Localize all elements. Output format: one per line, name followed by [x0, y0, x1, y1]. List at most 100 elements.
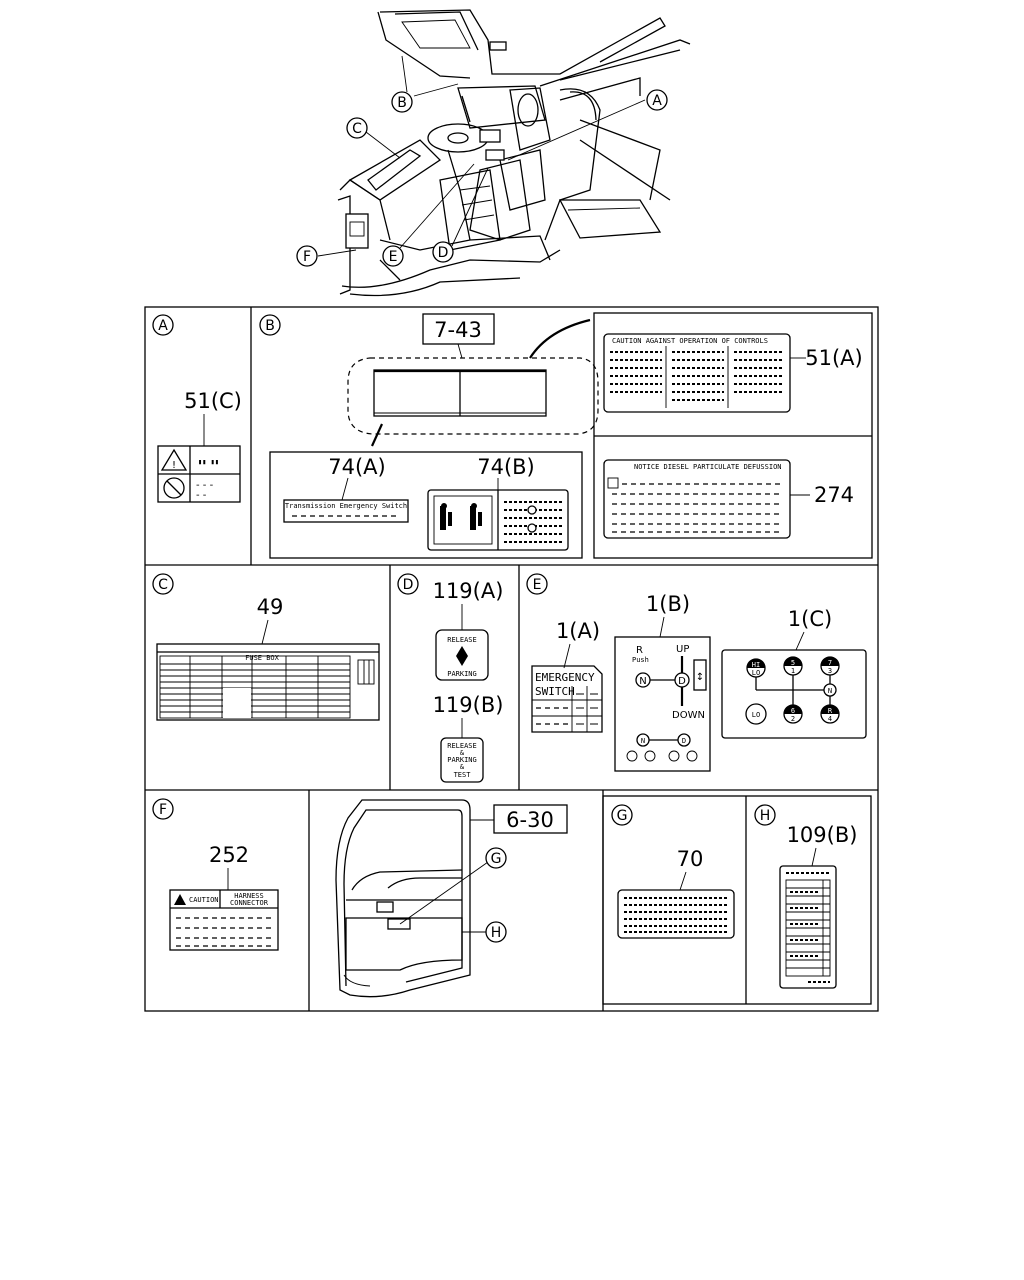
svg-text:Push: Push: [632, 656, 649, 664]
svg-text:!: !: [172, 460, 176, 471]
svg-text:Transmission Emergency Switch: Transmission Emergency Switch: [285, 502, 407, 510]
svg-text:- -: - -: [196, 490, 207, 501]
svg-text:&: &: [460, 763, 465, 771]
label-70-sticker: [617, 889, 735, 939]
svg-text:HARNESS: HARNESS: [234, 892, 264, 900]
svg-text:PARKING: PARKING: [447, 670, 477, 678]
svg-text:&: &: [460, 749, 465, 757]
panel-g-letter: G: [617, 808, 628, 824]
svg-text:EMERGENCY: EMERGENCY: [535, 671, 595, 684]
svg-text:F: F: [303, 249, 311, 265]
label-274-sticker: NOTICE DIESEL PARTICULATE DEFUSSION: [603, 459, 791, 539]
overview-callout-c: C: [346, 117, 368, 139]
svg-text:N: N: [639, 676, 646, 687]
svg-text:DOWN: DOWN: [672, 710, 705, 721]
label-74a-sticker: Transmission Emergency Switch: [283, 499, 409, 523]
panel-e: E 1(A) EMERGENCY SWITCH 1(B) R Push UP N: [526, 573, 867, 772]
overview-callout-a: A: [646, 89, 668, 111]
svg-text:B: B: [397, 95, 407, 111]
label-51a-sticker: CAUTION AGAINST OPERATION OF CONTROLS: [603, 333, 791, 413]
part-74a-label: 74(A): [328, 455, 385, 479]
label-109b-sticker: [779, 865, 837, 989]
part-51a-label: 51(A): [805, 346, 862, 370]
svg-text:LO: LO: [752, 669, 760, 677]
part-49-label: 49: [257, 595, 284, 619]
svg-text:E: E: [389, 249, 398, 265]
svg-text:UP: UP: [676, 644, 689, 655]
svg-text:D: D: [682, 737, 686, 745]
panel-h-letter: H: [760, 808, 771, 824]
svg-text:N: N: [828, 687, 832, 695]
gear-icon: [668, 750, 680, 762]
panel-f-letter: F: [159, 802, 167, 818]
svg-text:RELEASE: RELEASE: [447, 742, 477, 750]
warning-triangle-icon: [160, 448, 188, 471]
part-70-label: 70: [677, 847, 704, 871]
panel-g: G 70: [611, 804, 735, 939]
part-1a-label: 1(A): [556, 619, 600, 643]
part-51c-label: 51(C): [184, 389, 242, 413]
panel-d: D 119(A) RELEASE PARKING 119(B) RELEASE …: [397, 573, 504, 783]
gear-icon: [686, 750, 698, 762]
part-119a-label: 119(A): [433, 579, 504, 603]
svg-text:SWITCH: SWITCH: [535, 685, 575, 698]
panel-e-letter: E: [533, 577, 542, 593]
label-119a-sticker: RELEASE PARKING: [435, 629, 489, 681]
svg-text:A: A: [652, 93, 662, 109]
gear-icon: [626, 750, 638, 762]
panel-h: H 109(B): [754, 804, 858, 989]
svg-text:PARKING: PARKING: [447, 756, 477, 764]
label-1c-shift-pattern: HI LO LO 5 1 7 3 6 2 R 4 N: [721, 649, 867, 739]
svg-text:FUSE BOX: FUSE BOX: [245, 654, 280, 662]
ref-6-30: 6-30: [506, 808, 554, 832]
svg-text:RELEASE: RELEASE: [447, 636, 477, 644]
label-1b-sticker: R Push UP N D ↕ DOWN N D: [614, 636, 711, 772]
svg-text:HI: HI: [752, 661, 760, 669]
svg-text:C: C: [352, 121, 362, 137]
label-49-fuse-box: FUSE BOX: [156, 643, 380, 721]
svg-text:TEST: TEST: [454, 771, 472, 779]
panel-a-letter: A: [158, 318, 168, 334]
svg-text:▮▮ ▮▮: ▮▮ ▮▮: [198, 458, 219, 466]
svg-text:- - -: - - -: [196, 480, 214, 491]
svg-text:1: 1: [791, 667, 795, 675]
svg-text:3: 3: [828, 667, 832, 675]
door-callout-h: H: [491, 925, 502, 941]
part-74b-label: 74(B): [477, 455, 535, 479]
part-109b-label: 109(B): [787, 823, 858, 847]
gear-icon: [644, 750, 656, 762]
overview-callout-f: F: [296, 245, 318, 267]
svg-text:CAUTION: CAUTION: [189, 896, 219, 904]
label-1a-sticker: EMERGENCY SWITCH: [531, 665, 603, 733]
svg-text:NOTICE DIESEL PARTICULATE DEFU: NOTICE DIESEL PARTICULATE DEFUSSION: [634, 463, 782, 471]
svg-text:5: 5: [791, 659, 795, 667]
svg-text:R: R: [636, 645, 643, 656]
svg-text:LO: LO: [752, 711, 760, 719]
overview-callout-e: E: [382, 245, 404, 267]
cab-overview-illustration: B A C D E F: [296, 9, 691, 297]
door-callout-g: G: [491, 851, 502, 867]
label-252-sticker: CAUTION HARNESS CONNECTOR: [169, 889, 279, 951]
svg-text:D: D: [678, 676, 686, 687]
panel-c: C 49 FUSE BOX: [152, 573, 380, 721]
panel-f: F 252 CAUTION HARNESS CONNECTOR: [152, 798, 279, 951]
overview-callout-d: D: [432, 241, 454, 263]
panel-grid: [144, 306, 879, 1012]
svg-text:7: 7: [828, 659, 832, 667]
panel-b: B 7-43 74(A) Transmission Emergency Swit…: [259, 312, 873, 559]
svg-text:D: D: [438, 245, 449, 261]
svg-text:↕: ↕: [696, 672, 704, 683]
label-51c-sticker: ! ▮▮ ▮▮ - - - - -: [157, 445, 241, 503]
warning-triangle-icon: [174, 894, 186, 905]
svg-text:6: 6: [791, 707, 795, 715]
svg-text:N: N: [641, 737, 645, 745]
svg-text:CAUTION AGAINST OPERATION OF C: CAUTION AGAINST OPERATION OF CONTROLS: [612, 337, 768, 345]
label-74b-sticker: [427, 489, 569, 551]
svg-text:4: 4: [828, 715, 832, 723]
part-252-label: 252: [209, 843, 249, 867]
panel-c-letter: C: [158, 577, 168, 593]
panel-d-letter: D: [403, 577, 414, 593]
label-119b-sticker: RELEASE & PARKING & TEST: [440, 737, 484, 783]
svg-text:R: R: [828, 707, 833, 715]
